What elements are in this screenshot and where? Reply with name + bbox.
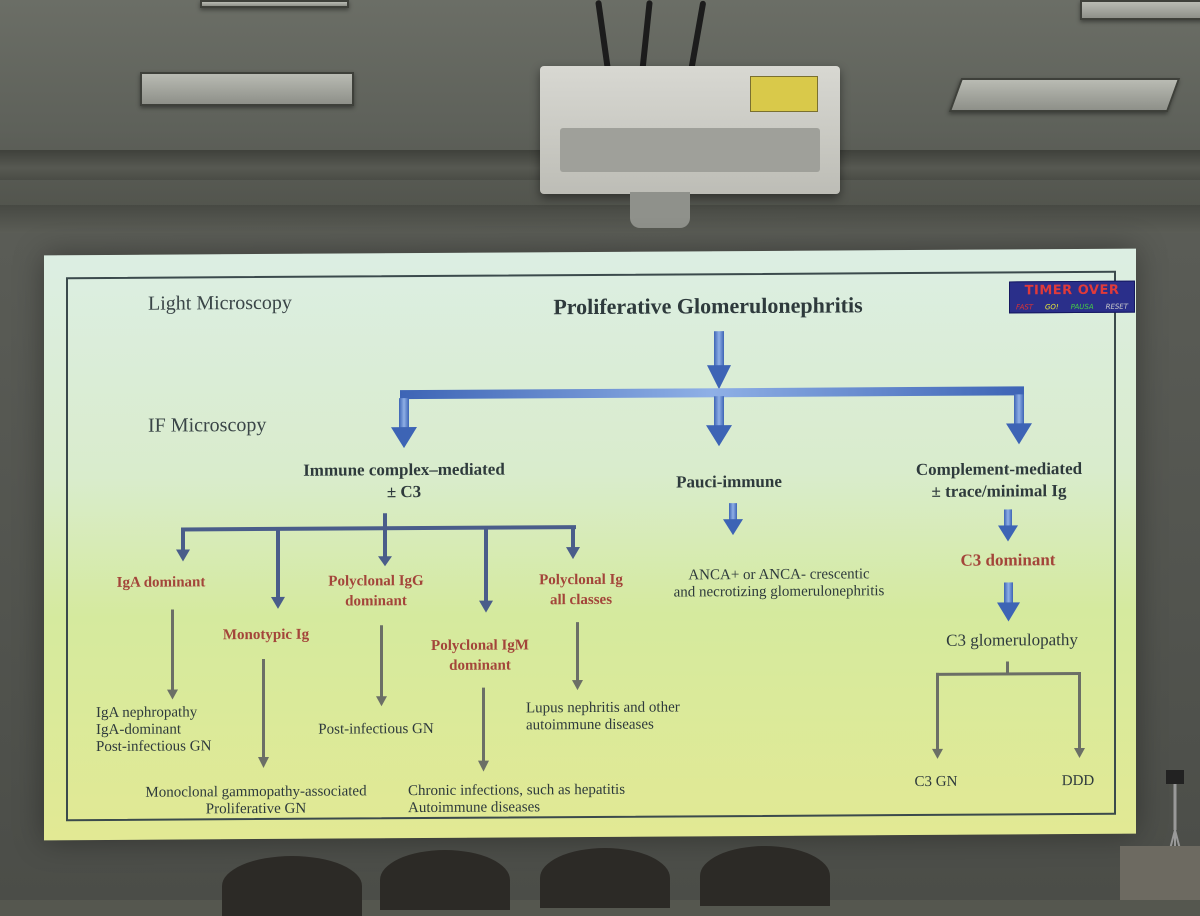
flowchart-arrows [167,331,1085,772]
subtype-arrows [176,527,580,613]
ceiling-beam-lower [0,205,1200,233]
igm-outcome-line2: Autoimmune diseases [408,799,541,817]
ceiling-light [1080,0,1200,20]
projector [540,66,840,194]
immune-complex-line2: ± C3 [386,482,422,502]
monotypic-outcomes: Monoclonal gammopathy-associated Prolife… [145,783,366,818]
monotypic-outcome-line2: Proliferative GN [205,800,307,818]
igm-outcomes: Chronic infections, such as hepatitis Au… [408,782,625,817]
c3-glomerulopathy-label: C3 glomerulopathy [946,630,1078,650]
ceiling-light [140,72,354,106]
all-classes-outcome-line2: autoimmune diseases [526,716,654,734]
outcome-lines [167,609,583,772]
audience-head [540,848,670,908]
projector-port-panel [560,128,820,172]
igm-outcome-line1: Chronic infections, such as hepatitis [408,781,626,800]
ceiling-light [200,0,349,8]
polyclonal-igg-line2: dominant [345,593,407,610]
iga-outcome-line3: Post-infectious GN [96,738,212,756]
pauci-outcome-line2: and necrotizing glomerulonephritis [673,583,885,601]
if-microscopy-label: IF Microscopy [148,413,267,437]
page-title: Proliferative Glomerulonephritis [553,292,863,320]
timer-pause-button[interactable]: PAUSA [1070,302,1094,312]
arrow-complement [1006,394,1032,445]
pauci-outcomes: ANCA+ or ANCA- crescentic and necrotizin… [674,566,885,601]
arrow-c3-dominant [998,509,1018,542]
projection-screen: Light Microscopy IF Microscopy Prolifera… [44,248,1136,841]
arrow-c3-glomerulopathy [997,582,1020,622]
monotypic-outcome-line1: Monoclonal gammopathy-associated [145,783,367,801]
all-classes-outcome-line1: Lupus nephritis and other [526,699,680,717]
immune-complex-line1: Immune complex–mediated [303,459,505,480]
arrow-title-down [707,331,731,390]
branch-bar-top [400,386,1024,400]
arrow-pauci-outcome [723,503,743,536]
ddd-label: DDD [1061,772,1095,790]
timer-buttons: FAST GO! PAUSA RESET [1010,303,1134,312]
all-classes-outcomes: Lupus nephritis and other autoimmune dis… [526,699,680,734]
subtype-stem [383,513,387,529]
ceiling-light [948,78,1181,112]
iga-outcomes: IgA nephropathy IgA-dominant Post-infect… [96,704,211,756]
polyclonal-igm-line1: Polyclonal IgM [431,637,529,654]
timer-fast-button[interactable]: FAST [1015,303,1034,312]
timer-reset-button[interactable]: RESET [1105,302,1129,311]
timer-widget[interactable]: TIMER OVER FAST GO! PAUSA RESET [1009,280,1135,314]
polyclonal-all-line1: Polyclonal Ig [539,571,623,589]
timer-go-button[interactable]: GO! [1044,303,1059,312]
audience-head [380,850,510,910]
audience-head [222,856,362,916]
polyclonal-igg-label: Polyclonal IgG dominant [328,571,423,612]
timer-title: TIMER OVER [1024,282,1120,299]
polyclonal-igg-line1: Polyclonal IgG [328,573,424,590]
pauci-outcome-line1: ANCA+ or ANCA- crescentic [688,566,870,584]
iga-outcome-line1: IgA nephropathy [96,704,198,722]
subtype-bar [181,525,576,532]
light-microscopy-label: Light Microscopy [148,291,292,315]
polyclonal-igm-line2: dominant [449,657,511,674]
side-monitor [1120,846,1200,900]
pauci-immune-header: Pauci-immune [676,471,782,492]
igg-outcome: Post-infectious GN [318,720,434,738]
arrow-immune-complex [391,398,417,449]
c3-split-lines [932,661,1085,759]
iga-outcome-line2: IgA-dominant [96,721,181,739]
polyclonal-all-label: Polyclonal Ig all classes [539,570,623,611]
projector-mount [630,192,690,228]
polyclonal-igm-label: Polyclonal IgM dominant [431,635,529,676]
polyclonal-all-line2: all classes [549,591,613,609]
projector-warning-label [750,76,818,112]
c3-dominant-label: C3 dominant [960,550,1056,570]
immune-complex-header: Immune complex–mediated ± C3 [303,459,505,504]
c3-gn-label: C3 GN [914,773,958,791]
iga-dominant-label: IgA dominant [116,574,206,591]
complement-header: Complement-mediated ± trace/minimal Ig [916,458,1082,503]
monotypic-ig-label: Monotypic Ig [222,626,310,644]
complement-line2: ± trace/minimal Ig [931,481,1067,501]
arrow-pauci-immune [706,396,732,447]
audience-head [700,846,830,906]
complement-line1: Complement-mediated [915,458,1083,480]
